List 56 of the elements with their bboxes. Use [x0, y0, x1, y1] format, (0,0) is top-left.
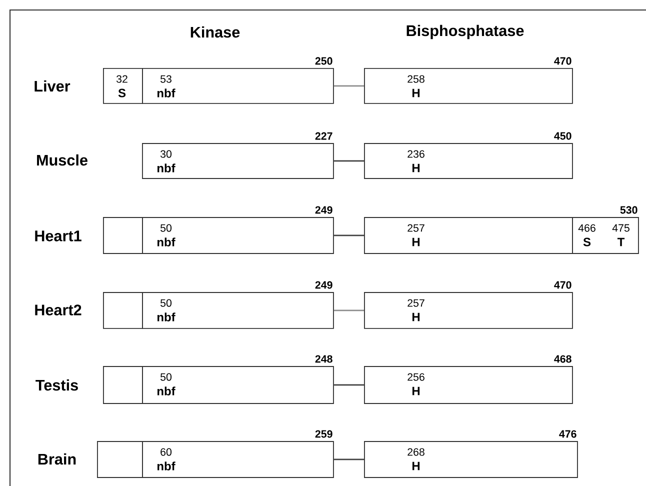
site-label: T [617, 238, 625, 246]
tissue-label: Muscle [37, 154, 88, 166]
residue-number: 258 [408, 75, 424, 83]
domain-box [103, 366, 143, 404]
residue-number: 60 [160, 448, 172, 456]
column-heading: Kinase [190, 26, 240, 38]
site-label: H [412, 386, 420, 396]
end-residue-number: 248 [315, 355, 332, 363]
linker-line [334, 85, 364, 87]
residue-number: 257 [408, 224, 424, 232]
end-residue-number: 470 [554, 281, 572, 289]
site-label: nbf [157, 88, 176, 98]
domain-box [97, 441, 143, 478]
linker-line [334, 160, 364, 162]
site-label: H [412, 462, 420, 470]
tissue-label: Testis [36, 379, 78, 391]
linker-line [334, 310, 364, 312]
column-heading: Bisphosphatase [406, 24, 524, 40]
end-residue-number: 450 [554, 132, 572, 140]
site-label: nbf [157, 462, 176, 470]
end-residue-number: 530 [620, 206, 638, 214]
end-residue-number: 468 [554, 355, 572, 363]
end-residue-number: 249 [315, 281, 332, 289]
residue-number: 256 [408, 373, 424, 381]
site-label: nbf [157, 238, 176, 246]
domain-box [103, 292, 143, 329]
residue-number: 268 [408, 448, 424, 456]
residue-number: 32 [116, 75, 128, 83]
residue-number: 50 [160, 299, 172, 307]
site-label: H [412, 312, 420, 322]
end-residue-number: 470 [554, 57, 572, 65]
end-residue-number: 227 [315, 132, 332, 140]
site-label: nbf [157, 164, 176, 172]
site-label: S [583, 238, 591, 246]
residue-number: 257 [408, 299, 424, 307]
site-label: H [412, 238, 420, 246]
domain-box [103, 217, 143, 254]
site-label: S [118, 88, 126, 98]
site-label: nbf [157, 312, 176, 322]
residue-number: 53 [160, 75, 172, 83]
residue-number: 475 [612, 224, 630, 232]
site-label: nbf [157, 386, 176, 396]
linker-line [334, 458, 364, 460]
linker-line [334, 234, 364, 236]
end-residue-number: 250 [315, 57, 332, 65]
residue-number: 466 [578, 224, 596, 232]
site-label: H [412, 88, 420, 98]
residue-number: 30 [160, 150, 172, 158]
residue-number: 50 [160, 224, 172, 232]
residue-number: 236 [408, 150, 424, 158]
residue-number: 50 [160, 373, 172, 381]
end-residue-number: 249 [315, 206, 332, 214]
site-label: H [412, 164, 420, 172]
end-residue-number: 476 [559, 430, 576, 438]
end-residue-number: 259 [315, 430, 332, 438]
linker-line [334, 384, 364, 386]
